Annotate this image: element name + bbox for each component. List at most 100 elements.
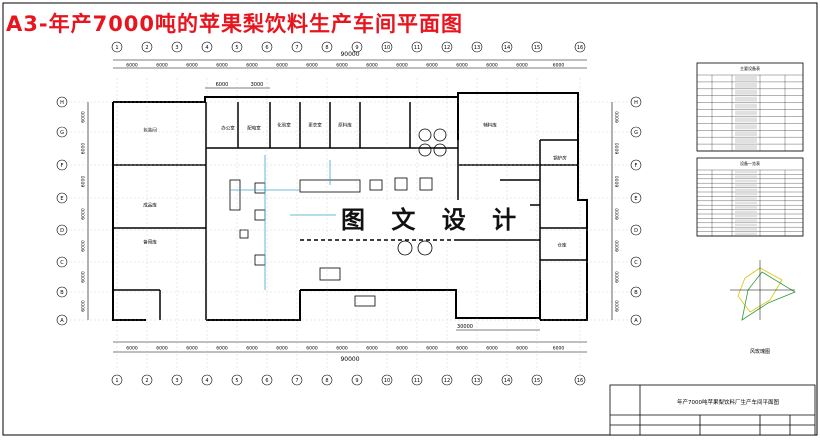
room-labels: 包装间成品库备用库办公室配电室化验室更衣室原料库辅料库锅炉房仓库 (143, 122, 567, 249)
right-dimension-text: 6000 (615, 300, 621, 312)
column-marker-top-circle (574, 41, 586, 53)
left-dimension-text: 6000 (81, 240, 87, 252)
row-marker-right-circle (630, 192, 642, 204)
dimension-lines (87, 59, 613, 353)
column-marker-bottom: 7 (295, 378, 298, 384)
watermark: 图 文 设 计 (336, 200, 531, 235)
bottom-dimension-text: 6000 (456, 346, 468, 352)
column-marker-bottom: 11 (414, 378, 420, 384)
row-marker-left: A (60, 318, 64, 324)
column-marker-bottom-circle (574, 374, 586, 386)
column-marker-bottom: 1 (115, 378, 118, 384)
row-marker-right: G (634, 130, 638, 136)
top-dimension-text: 6000 (336, 63, 348, 69)
left-dimension-text: 6000 (81, 300, 87, 312)
row-marker-right: D (634, 228, 638, 234)
room-label: 办公室 (221, 125, 235, 132)
bottom-dimension-text: 6000 (516, 346, 528, 352)
column-marker-bottom: 3 (175, 378, 178, 384)
right-dimension-text: 6000 (615, 143, 621, 155)
row-marker-left-circle (56, 126, 68, 138)
column-marker-top-circle (141, 41, 153, 53)
column-marker-top: 14 (504, 45, 510, 51)
right-dimension-text: 6000 (615, 271, 621, 283)
room-label: 成品库 (143, 202, 157, 209)
room-label: 化验室 (277, 122, 291, 129)
column-marker-top-circle (111, 41, 123, 53)
table2-title: 设备一览表 (740, 160, 760, 166)
column-marker-top: 12 (444, 45, 450, 51)
top-dimension-text: 6000 (553, 63, 565, 69)
column-marker-bottom-circle (501, 374, 513, 386)
top-dimension-text: 6000 (186, 63, 198, 69)
right-dimension-text: 6000 (615, 176, 621, 188)
row-marker-left: C (60, 260, 64, 266)
room-label: 辅料库 (483, 122, 497, 129)
column-marker-bottom-circle (321, 374, 333, 386)
top-dimension-text: 6000 (396, 63, 408, 69)
row-marker-left-circle (56, 224, 68, 236)
top-total-dimension: 90000 (340, 51, 359, 58)
column-marker-top-circle (291, 41, 303, 53)
row-marker-right-circle (630, 224, 642, 236)
column-marker-bottom-circle (381, 374, 393, 386)
row-marker-left: G (60, 130, 64, 136)
room-label: 包装间 (143, 127, 157, 134)
left-dimension-text: 6000 (81, 111, 87, 123)
column-marker-top: 10 (384, 45, 390, 51)
column-marker-top: 5 (235, 45, 238, 51)
column-marker-top-circle (441, 41, 453, 53)
column-marker-bottom: 6 (265, 378, 268, 384)
wind-rose-label: 风玫瑰图 (750, 348, 770, 355)
bottom-dimension-text: 6000 (246, 346, 258, 352)
right-dimension-text: 6000 (615, 111, 621, 123)
bottom-dimension-text: 6000 (426, 346, 438, 352)
top-dimension-text: 6000 (306, 63, 318, 69)
side-dimensions: 6000 6000 6000 6000 6000 6000 6000 6000 6000 6000… (81, 111, 621, 312)
column-marker-bottom-circle (141, 374, 153, 386)
column-marker-bottom-circle (471, 374, 483, 386)
column-marker-top-circle (411, 41, 423, 53)
room-label: 配电室 (247, 125, 261, 132)
row-marker-right-circle (630, 159, 642, 171)
right-dimension-text: 6000 (615, 208, 621, 220)
bottom-total-dimension: 90000 (340, 356, 359, 363)
top-dimension-text: 6000 (126, 63, 138, 69)
bottom-dimension-text: 6000 (216, 346, 228, 352)
column-marker-top-circle (381, 41, 393, 53)
bottom-dimension-text: 6000 (336, 346, 348, 352)
table1-title: 主要设备表 (740, 65, 760, 71)
room-label: 锅炉房 (553, 155, 567, 162)
column-marker-top: 4 (205, 45, 208, 51)
column-marker-top: 2 (145, 45, 148, 51)
row-marker-left: E (60, 196, 63, 202)
column-marker-bottom-circle (111, 374, 123, 386)
column-marker-top-circle (171, 41, 183, 53)
row-marker-left: H (60, 100, 64, 106)
left-dimension-text: 6000 (81, 176, 87, 188)
row-marker-right-circle (630, 286, 642, 298)
row-marker-right: A (634, 318, 638, 324)
row-marker-left-circle (56, 314, 68, 326)
top-dimension-text: 6000 (486, 63, 498, 69)
column-marker-top: 11 (414, 45, 420, 51)
bottom-dimension-text: 6000 (396, 346, 408, 352)
inner-dimension-1: 6000 (216, 82, 229, 88)
bottom-dimension-text: 6000 (553, 346, 565, 352)
column-marker-bottom: 5 (235, 378, 238, 384)
top-dimension-text: 6000 (366, 63, 378, 69)
left-dimension-text: 6000 (81, 143, 87, 155)
row-marker-right: B (634, 290, 638, 296)
column-marker-top-circle (231, 41, 243, 53)
row-marker-left-circle (56, 286, 68, 298)
equipment-table-2: 设备一览表 (696, 157, 804, 237)
row-marker-left: D (60, 228, 64, 234)
drawing-border (2, 2, 818, 436)
column-marker-bottom-circle (531, 374, 543, 386)
column-marker-bottom: 4 (205, 378, 208, 384)
bottom-dimension-text: 6000 (366, 346, 378, 352)
